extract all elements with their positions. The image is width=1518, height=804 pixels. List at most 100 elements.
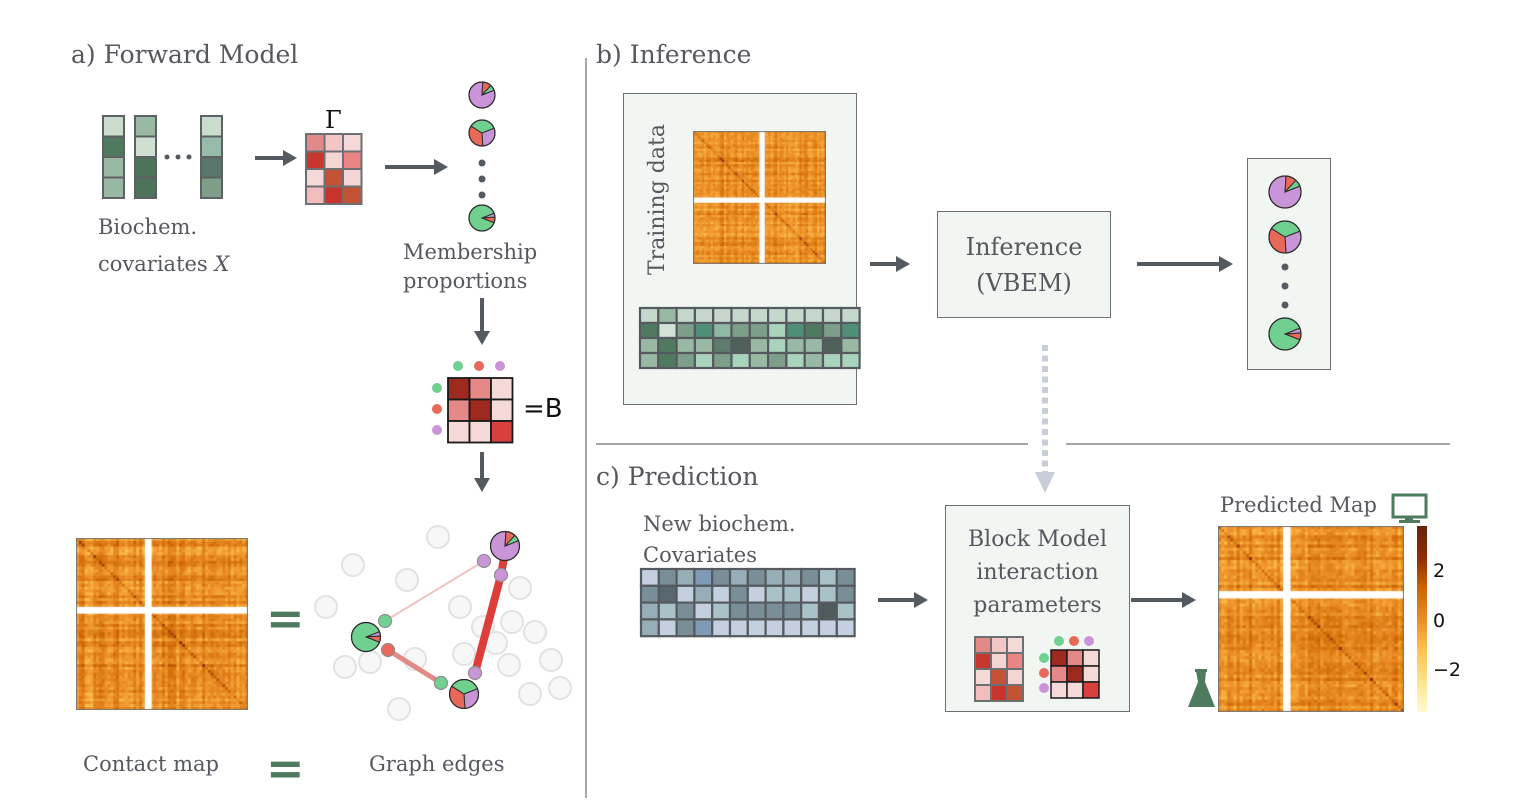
matrix-cell — [730, 306, 751, 325]
arrow-head — [1182, 592, 1196, 608]
colorbar-tick-label: −2 — [1433, 659, 1462, 681]
matrix-cell — [305, 185, 326, 205]
membership-pie — [468, 204, 496, 232]
equals-sign-map: = — [266, 591, 305, 645]
membership-label-line1: Membership — [403, 240, 538, 264]
matrix-cell — [102, 156, 125, 179]
predicted-map-label: Predicted Map — [1220, 493, 1377, 517]
matrix-cell — [305, 168, 326, 188]
pie-outline — [448, 678, 480, 710]
matrix-cell — [974, 668, 992, 686]
dotted-arrow-inference-to-prediction — [1035, 345, 1055, 493]
matrix-cell — [447, 377, 471, 401]
matrix-cell — [693, 618, 714, 638]
membership-ellipsis — [478, 159, 486, 199]
covariates-label-text: covariates — [98, 252, 208, 276]
predicted-contact-map — [1218, 526, 1404, 712]
connector-node — [433, 675, 449, 691]
graph-edge-medium — [386, 647, 443, 686]
covariate-column — [200, 115, 223, 199]
matrix-cell — [675, 584, 696, 604]
faint-node — [518, 682, 542, 706]
group-dot — [1069, 636, 1079, 646]
pie-outline — [350, 621, 382, 653]
arrow-head — [914, 592, 928, 608]
covariate-column — [102, 115, 125, 199]
matrix-cell — [305, 150, 326, 170]
matrix-cell — [102, 115, 125, 138]
connector-node — [467, 665, 483, 681]
matrix-cell — [1082, 649, 1100, 667]
connector-node — [380, 642, 396, 658]
matrix-cell — [711, 601, 732, 621]
graph-node-pie — [489, 530, 521, 562]
ellipsis-dot — [478, 191, 486, 199]
prediction-title: c) Prediction — [596, 462, 759, 491]
matrix-cell — [821, 306, 843, 325]
group-dot — [432, 383, 442, 393]
matrix-cell — [638, 336, 660, 355]
matrix-cell — [785, 351, 806, 370]
matrix-cell — [468, 420, 492, 444]
matrix-cell — [835, 584, 856, 604]
graph-node-pie — [448, 678, 480, 710]
matrix-cell — [1050, 665, 1068, 683]
matrix-cell — [638, 321, 660, 340]
group-dot — [1084, 636, 1094, 646]
matrix-cell — [1050, 649, 1068, 667]
matrix-cell — [200, 176, 223, 199]
dotted-arrow-dash — [1042, 366, 1048, 372]
faint-node — [387, 697, 411, 721]
graph-edge-strong — [471, 573, 505, 675]
matrix-cell — [675, 306, 696, 325]
contact-map-label: Contact map — [83, 752, 219, 776]
matrix-cell — [728, 584, 749, 604]
matrix-cell — [693, 321, 715, 340]
matrix-cell — [730, 336, 751, 355]
matrix-cell — [675, 321, 696, 340]
matrix-cell — [200, 156, 223, 179]
matrix-cell — [728, 567, 749, 587]
matrix-cell — [785, 306, 806, 325]
graph-edge-weak — [384, 560, 485, 622]
matrix-cell — [835, 567, 856, 587]
block-model-line3: parameters — [973, 593, 1102, 618]
matrix-cell — [748, 321, 770, 340]
matrix-cell — [134, 176, 157, 199]
membership-pie — [468, 81, 496, 109]
arrow-training-to-inference — [870, 256, 910, 272]
matrix-cell — [342, 150, 363, 170]
group-dot — [474, 361, 484, 371]
matrix-cell — [1082, 665, 1100, 683]
matrix-cell — [821, 336, 843, 355]
matrix-cell — [711, 618, 732, 638]
matrix-cell — [803, 306, 825, 325]
matrix-cell — [746, 567, 767, 587]
block-model-b-row-dots — [1039, 653, 1049, 693]
matrix-cell — [785, 336, 806, 355]
matrix-cell — [821, 321, 843, 340]
block-model-line2: interaction — [976, 560, 1099, 585]
matrix-cell — [712, 336, 733, 355]
matrix-cell — [730, 321, 751, 340]
matrix-cell — [342, 133, 363, 153]
faint-node — [426, 525, 450, 549]
colorbar — [1417, 526, 1427, 712]
inferred-membership-ellipsis — [1281, 263, 1289, 309]
matrix-cell — [782, 601, 803, 621]
matrix-cell — [468, 398, 492, 422]
equals-sign-labels: = — [266, 741, 305, 795]
pie-outline — [468, 119, 496, 147]
arrow-head — [434, 159, 448, 175]
vertical-separator — [585, 58, 587, 798]
matrix-cell — [840, 351, 861, 370]
flask-icon — [1188, 669, 1215, 707]
matrix-cell — [323, 150, 344, 170]
matrix-cell — [693, 306, 715, 325]
matrix-cell — [746, 618, 767, 638]
training-covariates-matrix — [638, 306, 861, 370]
matrix-cell — [200, 135, 223, 158]
group-dot — [1039, 683, 1049, 693]
arrow-b-to-graph — [474, 452, 490, 492]
matrix-cell — [990, 652, 1008, 670]
